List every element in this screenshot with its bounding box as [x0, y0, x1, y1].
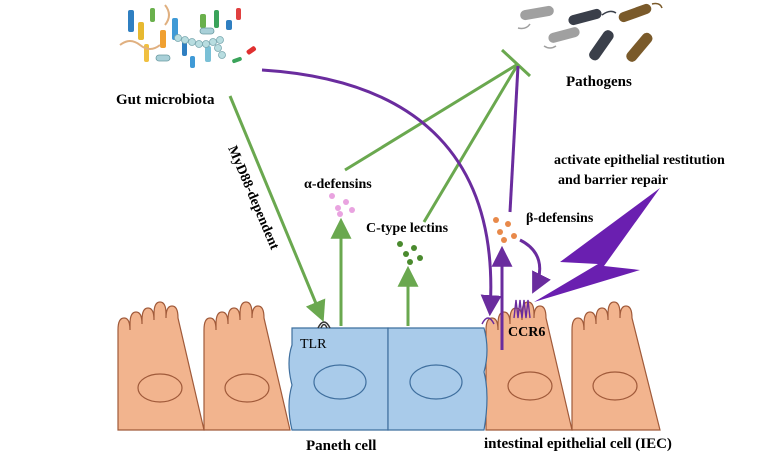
- restitution-label-line2: and barrier repair: [558, 173, 668, 188]
- alpha-defensin-dots: [329, 193, 355, 217]
- c-type-lectin-dots: [397, 241, 423, 265]
- pathogens-icon: [517, 2, 663, 62]
- lightning-bolt-icon: [534, 188, 660, 302]
- ccr6-receptor-icon: [481, 299, 531, 325]
- epithelial-cells: [117, 301, 661, 431]
- beta-defensin-dots: [493, 217, 517, 243]
- tlr-label: TLR: [300, 337, 327, 352]
- lectin-inhibit-line: [422, 63, 520, 223]
- paneth-cells: [288, 327, 488, 431]
- restitution-label-line1: activate epithelial restitution: [554, 153, 725, 168]
- beta-to-ccr6-arrow: [519, 238, 551, 294]
- myd88-arrow: [228, 95, 326, 322]
- c-type-lectins-label: C-type lectins: [366, 221, 449, 236]
- alpha-defensins-label: α-defensins: [304, 177, 372, 192]
- beta-defensins-label: β-defensins: [526, 211, 594, 226]
- gut-microbiota-label: Gut microbiota: [116, 92, 215, 108]
- pathogens-label: Pathogens: [566, 74, 632, 90]
- microbiota-to-ccr6-arrow: [261, 68, 502, 317]
- beta-inhibit-line: [508, 65, 520, 213]
- paneth-cell-label: Paneth cell: [306, 438, 376, 454]
- ccr6-label: CCR6: [508, 325, 545, 340]
- alpha-inhibit-line: [344, 62, 519, 172]
- gut-microbiota-icon: [119, 4, 257, 68]
- tlr-receptor-icon: [317, 321, 331, 329]
- iec-label: intestinal epithelial cell (IEC): [484, 436, 672, 452]
- inhibition-bar: [500, 48, 532, 78]
